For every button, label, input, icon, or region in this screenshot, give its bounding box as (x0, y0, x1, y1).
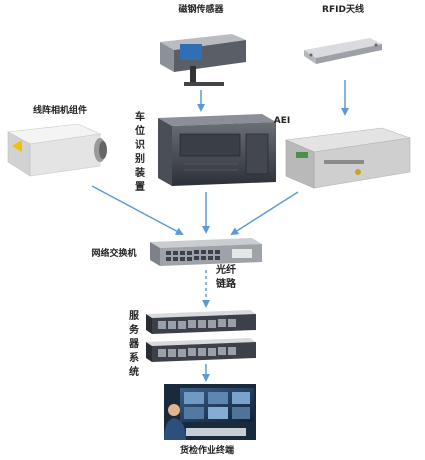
switch-label: 网络交换机 (91, 247, 136, 259)
terminal-label: 货检作业终端 (180, 444, 234, 456)
line-camera-label: 线阵相机组件 (33, 104, 87, 116)
rack-server-icon (146, 310, 256, 362)
aei-to-switch-arrow (230, 191, 299, 236)
aei-reader-icon (284, 127, 411, 189)
rfid-antenna-label: RFID天线 (322, 3, 364, 15)
industrial-pc-icon (158, 114, 276, 186)
fiber-link-label: 光纤链路 (216, 265, 236, 290)
magnetic-sensor-label: 磁钢传感器 (178, 3, 224, 15)
server-system-label: 服务器系统 (129, 311, 139, 378)
network-switch-icon (150, 238, 262, 266)
magnetic-sensor-icon (160, 34, 246, 86)
position-device-label: 车位识别装置 (135, 112, 145, 193)
line-camera-icon (7, 123, 107, 177)
aei-label: AEI (274, 116, 290, 126)
operator-workstation-icon (164, 384, 256, 440)
rfid-antenna-icon (304, 38, 382, 64)
camera-to-switch-arrow (91, 185, 184, 235)
